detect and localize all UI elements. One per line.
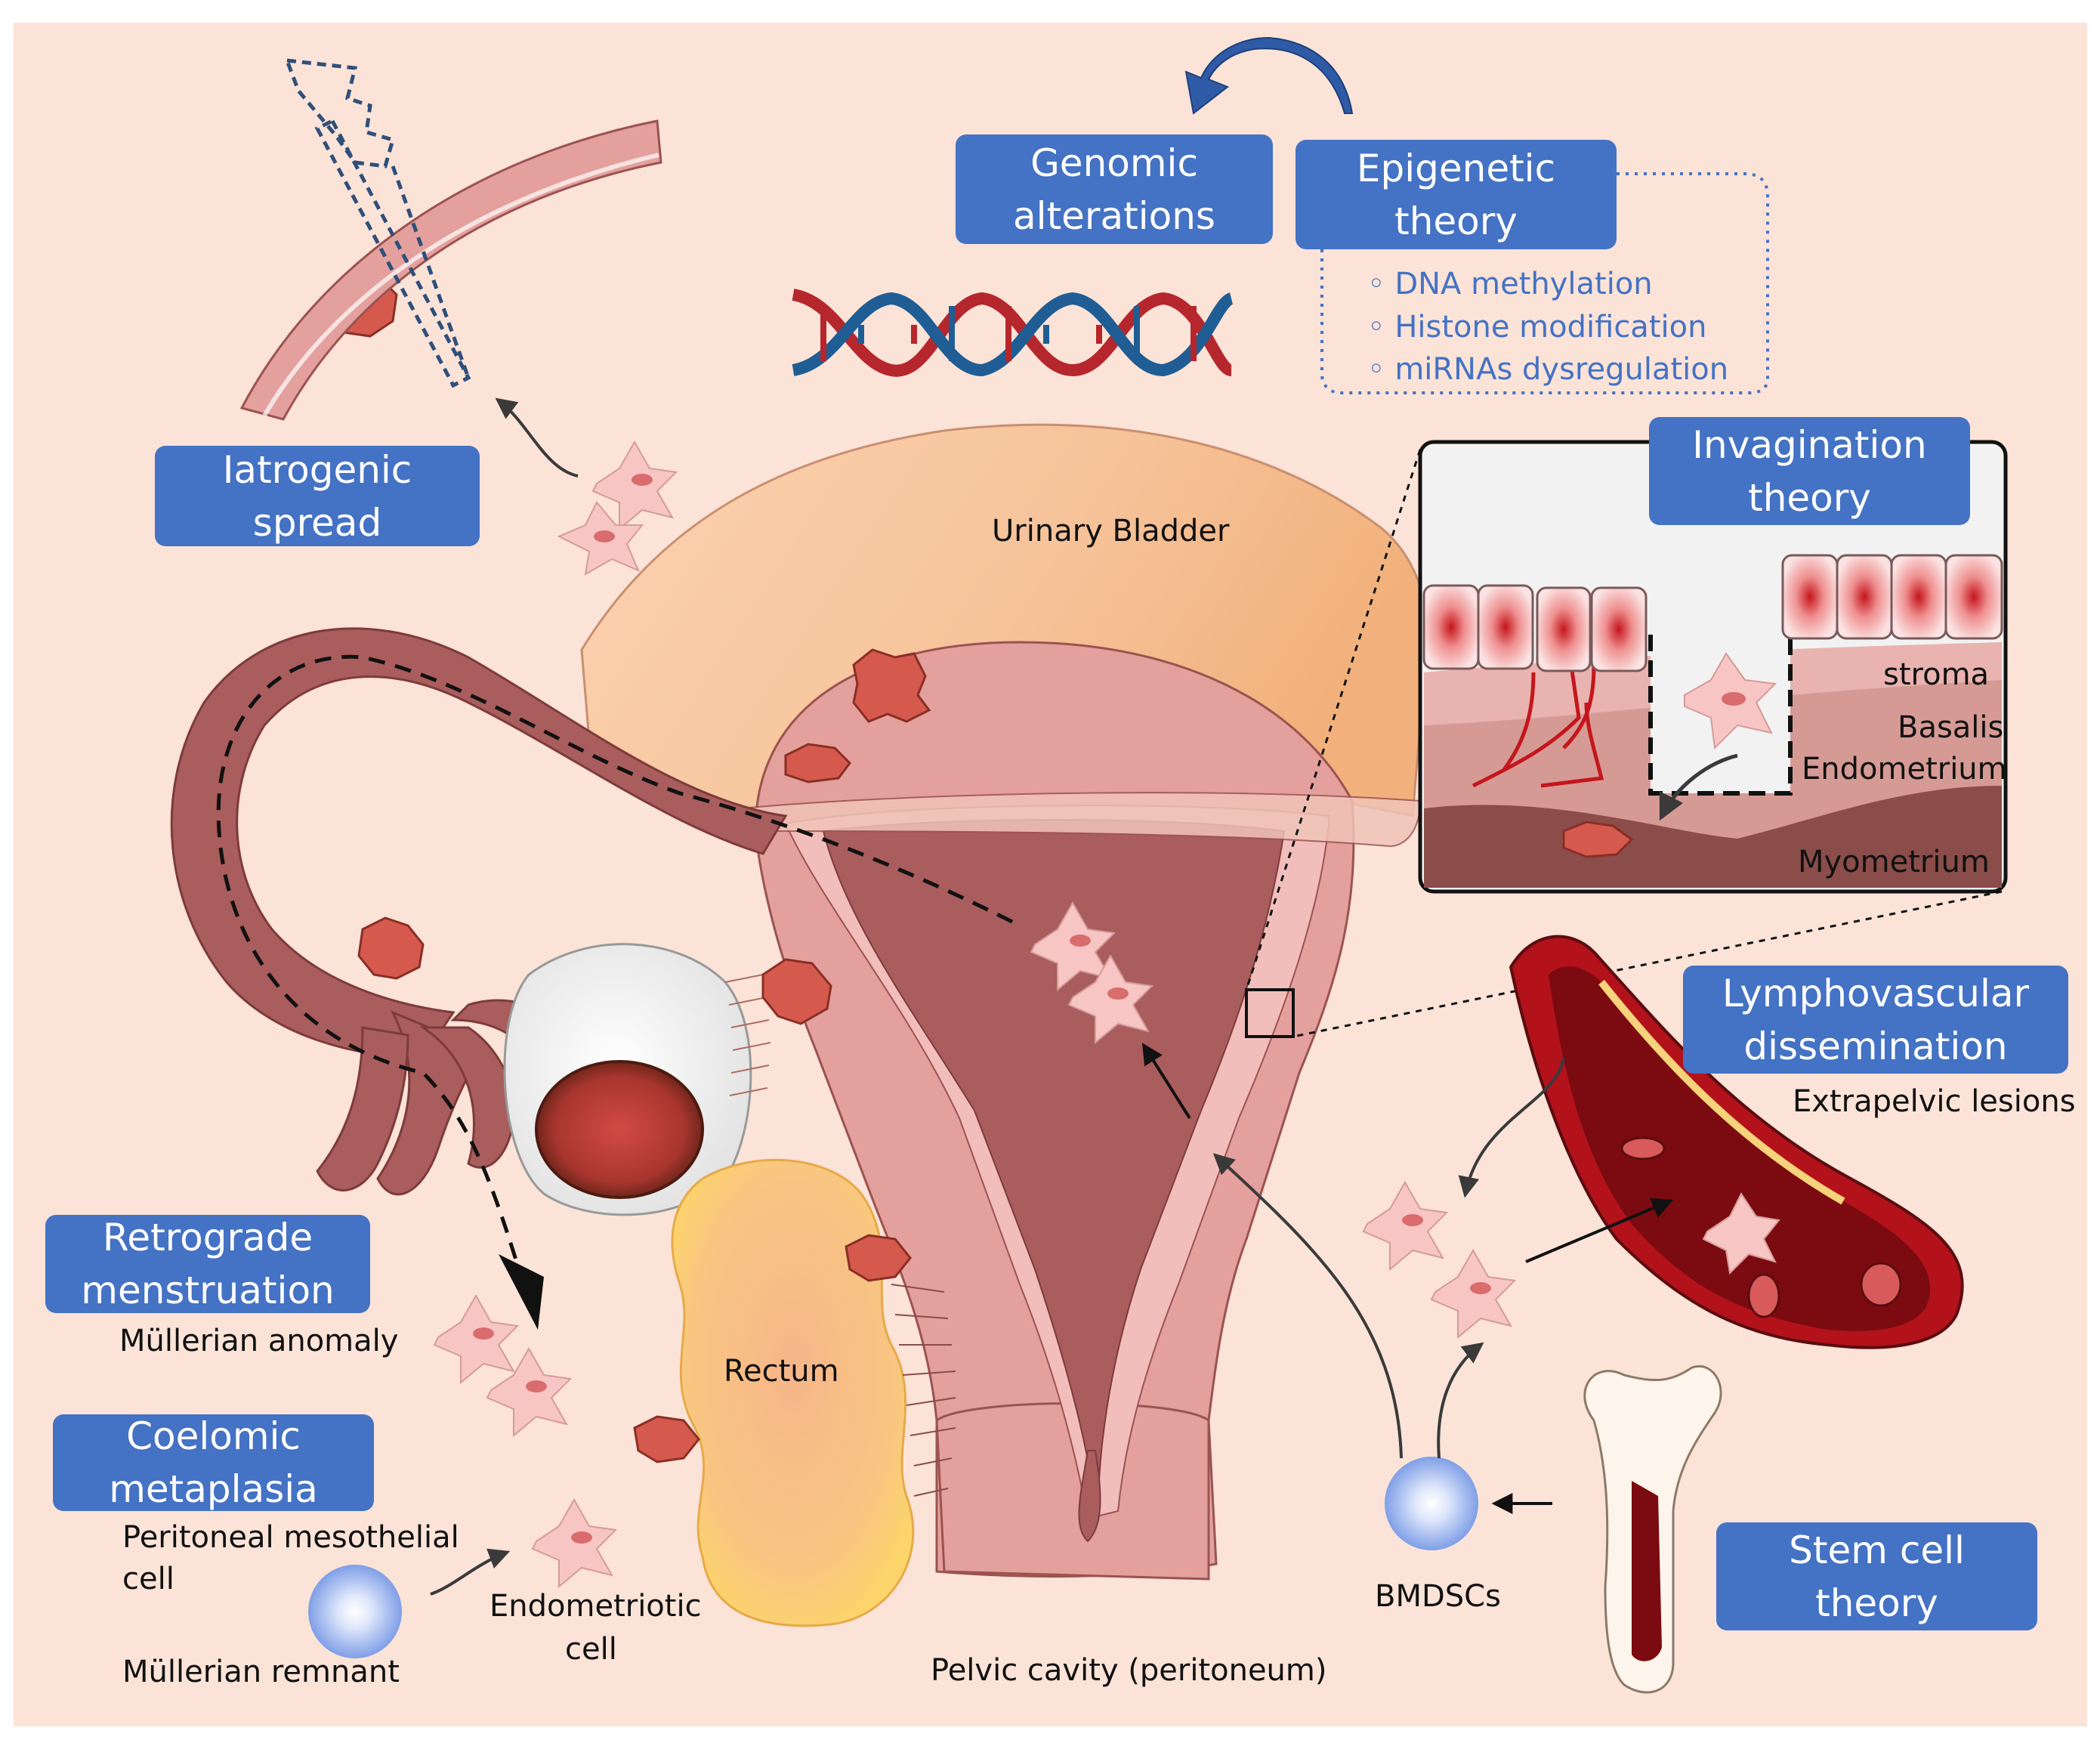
flow-arrows — [430, 397, 1674, 1596]
epigenetic-item: ◦ Histone modification — [1367, 310, 1707, 345]
endometriotic-cell-label-2: cell — [565, 1632, 617, 1667]
cell — [531, 1497, 618, 1589]
cell — [486, 1346, 573, 1438]
endometriotic-cell-label-1: Endometriotic — [489, 1589, 702, 1624]
cell — [1030, 901, 1116, 992]
stroma-label: stroma — [1883, 657, 1990, 692]
genomic-line1: Genomic — [1030, 141, 1198, 185]
lesion — [633, 1415, 700, 1463]
zoom-region-box — [1245, 988, 1295, 1038]
mullerian-remnant-label: Müllerian remnant — [122, 1655, 400, 1689]
lymphovascular-dissemination-box: Lymphovascular dissemination — [1683, 966, 2068, 1074]
cell-nuclei — [473, 474, 1491, 1544]
stem-cell-icon — [308, 1565, 402, 1658]
retrograde-menstruation-box: Retrograde menstruation — [45, 1215, 370, 1313]
epigenetic-item: ◦ miRNAs dysregulation — [1367, 352, 1729, 387]
iatrogenic-line1: Iatrogenic — [222, 447, 412, 492]
epigenetic-line2: theory — [1394, 199, 1518, 243]
invagination-line2: theory — [1748, 475, 1871, 520]
cell — [1430, 1248, 1517, 1340]
cell — [1067, 953, 1154, 1045]
lesion — [852, 648, 931, 723]
lesion — [784, 743, 851, 783]
peritoneal-cell-label-1: Peritoneal mesothelial — [122, 1520, 459, 1555]
mullerian-anomaly-label: Müllerian anomaly — [119, 1324, 399, 1358]
bmdscs-label: BMDSCs — [1375, 1579, 1501, 1614]
stem-cell-theory-box: Stem cell theory — [1716, 1522, 2037, 1630]
iatrogenic-spread-box: Iatrogenic spread — [155, 446, 480, 546]
inset-connectors — [1245, 449, 2003, 1038]
peritoneal-cell-label-2: cell — [122, 1562, 174, 1596]
cell — [1362, 1180, 1449, 1272]
genomic-line2: alterations — [1013, 193, 1215, 238]
invagination-inset — [1418, 440, 2008, 894]
retrograde-line2: menstruation — [81, 1269, 335, 1312]
invagination-theory-box: Invagination theory — [1649, 417, 1970, 525]
iatrogenic-line2: spread — [252, 500, 382, 545]
rectum-label: Rectum — [724, 1354, 839, 1389]
coelomic-line1: Coelomic — [126, 1414, 301, 1458]
lymphovascular-line1: Lymphovascular — [1722, 971, 2030, 1015]
urinary-bladder-label: Urinary Bladder — [992, 514, 1230, 549]
lesion — [357, 916, 425, 980]
cervical-canal — [1078, 1450, 1101, 1543]
dna-double-helix-icon — [792, 289, 1234, 377]
endometrioma — [535, 1060, 704, 1199]
coelomic-metaplasia-box: Coelomic metaplasia — [53, 1414, 374, 1511]
pelvic-cavity-label: Pelvic cavity (peritoneum) — [931, 1653, 1327, 1688]
extrapelvic-lesions-label: Extrapelvic lesions — [1793, 1084, 2076, 1119]
endometriotic-lesions — [327, 270, 931, 1463]
stem-cell-icon — [1385, 1457, 1478, 1550]
genomic-alterations-box: Genomic alterations — [956, 134, 1273, 244]
retrograde-arrowhead — [499, 1254, 544, 1330]
curved-arrow-icon — [1184, 36, 1354, 115]
bone-icon — [1583, 1364, 1722, 1694]
broad-ligament — [740, 792, 1422, 848]
epigenetic-bracket — [1320, 172, 1769, 394]
invagination-line1: Invagination — [1692, 422, 1927, 467]
epigenetic-theory-box: Epigenetic theory — [1296, 140, 1617, 249]
rectum — [671, 1158, 915, 1627]
myometrium-label: Myometrium — [1798, 845, 1990, 879]
basalis-label: Basalis — [1898, 710, 2004, 745]
cell — [591, 440, 678, 531]
stem-cell-line1: Stem cell — [1789, 1528, 1965, 1572]
coelomic-line2: metaplasia — [109, 1467, 318, 1511]
epigenetic-line1: Epigenetic — [1356, 146, 1556, 190]
blood-vessel — [1509, 935, 1964, 1349]
lymphovascular-line2: dissemination — [1743, 1024, 2008, 1068]
lesion — [845, 1234, 912, 1282]
retrograde-line1: Retrograde — [102, 1216, 313, 1259]
uterosacral-ligament — [891, 1284, 956, 1497]
fimbriae — [316, 999, 564, 1196]
stem-cell-line2: theory — [1815, 1581, 1938, 1625]
endometrium-label: Endometrium — [1802, 752, 2007, 787]
syringe-icon — [284, 58, 471, 388]
retrograde-flow-path — [216, 654, 1014, 1278]
lesion — [761, 958, 832, 1025]
epigenetic-item: ◦ DNA methylation — [1367, 267, 1653, 301]
cell — [433, 1293, 520, 1385]
ovarian-ligament — [724, 974, 771, 1096]
